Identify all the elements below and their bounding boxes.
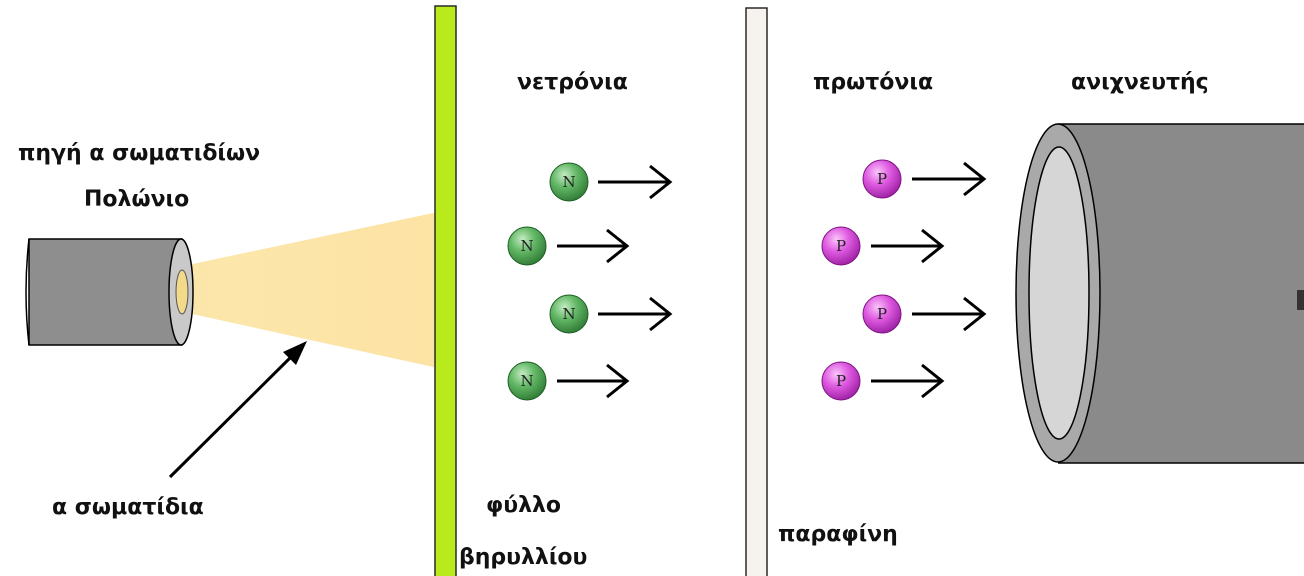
alpha-pointer-arrow <box>168 341 307 479</box>
protons-label: πρωτόνια <box>813 70 933 95</box>
detector-label: ανιχνευτής <box>1071 70 1209 95</box>
neutron-arrow <box>598 296 673 332</box>
detector <box>1015 123 1304 464</box>
svg-text:P: P <box>836 372 846 390</box>
proton: P <box>821 361 945 401</box>
neutron: N <box>507 226 630 266</box>
proton-arrow <box>871 228 945 264</box>
neutron: N <box>549 162 673 202</box>
proton: P <box>821 226 945 266</box>
polonium-source <box>25 238 194 346</box>
neutron-arrow <box>557 363 630 399</box>
proton: P <box>862 159 987 199</box>
neutrons-label: νετρόνια <box>517 70 628 95</box>
neutron: N <box>507 361 630 401</box>
svg-text:P: P <box>836 237 846 255</box>
source-material-label: Πολώνιο <box>84 187 189 212</box>
proton-group: P P P P <box>821 159 987 401</box>
source-label: πηγή α σωματιδίων <box>18 141 260 166</box>
proton-arrow <box>912 161 987 197</box>
beryllium-foil <box>434 5 457 576</box>
svg-text:N: N <box>562 305 575 323</box>
proton-arrow <box>912 296 987 332</box>
svg-text:N: N <box>520 372 533 390</box>
svg-text:N: N <box>562 173 575 191</box>
neutron-arrow <box>557 228 630 264</box>
proton-arrow <box>871 363 945 399</box>
neutron-group: N N N N <box>507 162 673 401</box>
beryllium-label-line1: φύλλο <box>486 493 561 518</box>
beryllium-label-line2: βηρυλλίου <box>459 545 587 570</box>
paraffin-sheet <box>745 7 768 576</box>
neutron-arrow <box>598 164 673 200</box>
svg-text:P: P <box>877 170 887 188</box>
alpha-beam <box>183 212 438 368</box>
proton: P <box>862 294 987 334</box>
svg-text:P: P <box>877 305 887 323</box>
alpha-particles-label: α σωματίδια <box>52 495 204 520</box>
svg-text:N: N <box>520 237 533 255</box>
neutron: N <box>549 294 673 334</box>
detector-connector <box>1297 290 1304 310</box>
paraffin-label: παραφίνη <box>778 522 898 547</box>
